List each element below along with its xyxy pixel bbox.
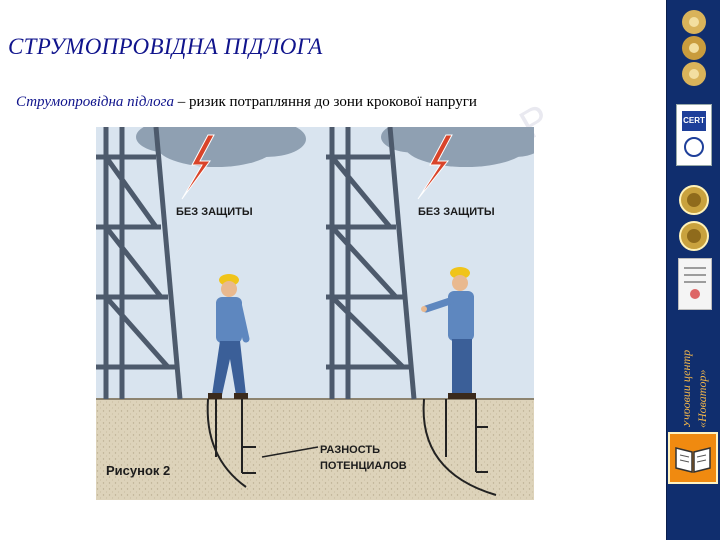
gear-coin-icon [682, 10, 706, 86]
medal-icon [679, 185, 709, 251]
worker-left [208, 274, 250, 399]
certificate-icon[interactable] [678, 258, 712, 310]
figure-caption: Рисунок 2 [106, 463, 170, 478]
pointer-line [261, 446, 319, 458]
cert-badge-icon[interactable]: CERT [676, 104, 712, 166]
potential-label-line2: ПОТЕНЦИАЛОВ [320, 460, 407, 472]
cert-badge-label: CERT [682, 111, 706, 131]
training-center-line2: «Новатор» [695, 370, 709, 428]
slide-subtitle: Струмопровідна підлога – ризик потраплян… [16, 94, 477, 111]
lightning-left-icon [181, 134, 215, 200]
subtitle-term: Струмопровідна підлога [16, 94, 174, 110]
potential-curve-right [422, 398, 497, 496]
book-icon [675, 447, 711, 473]
metal-rack-right [326, 126, 417, 400]
no-protection-label-right: БЕЗ ЗАЩИТЫ [418, 206, 495, 218]
training-center-label: Учбовий центр «Новатор» [684, 350, 709, 428]
slide-title: СТРУМОПРОВІДНА ПІДЛОГА [8, 34, 323, 59]
potential-label-line1: РАЗНОСТЬ [320, 444, 380, 456]
step-voltage-illustration: БЕЗ ЗАЩИТЫ БЕЗ ЗАЩИТЫ Рисунок 2 РАЗНОСТЬ… [96, 121, 546, 500]
illustration-svg: БЕЗ ЗАЩИТЫ БЕЗ ЗАЩИТЫ Рисунок 2 РАЗНОСТЬ… [96, 121, 546, 500]
storm-cloud-left [136, 121, 306, 167]
lightning-right-icon [417, 134, 453, 200]
ground-floor [96, 399, 534, 500]
training-center-line1: Учбовий центр [684, 350, 693, 428]
no-protection-label-left: БЕЗ ЗАЩИТЫ [176, 206, 253, 218]
potential-curve-left [206, 398, 256, 488]
book-button[interactable] [668, 432, 718, 484]
metal-rack-left [96, 126, 183, 400]
worker-right [421, 267, 476, 399]
subtitle-description: – ризик потрапляння до зони крокової нап… [174, 94, 477, 110]
